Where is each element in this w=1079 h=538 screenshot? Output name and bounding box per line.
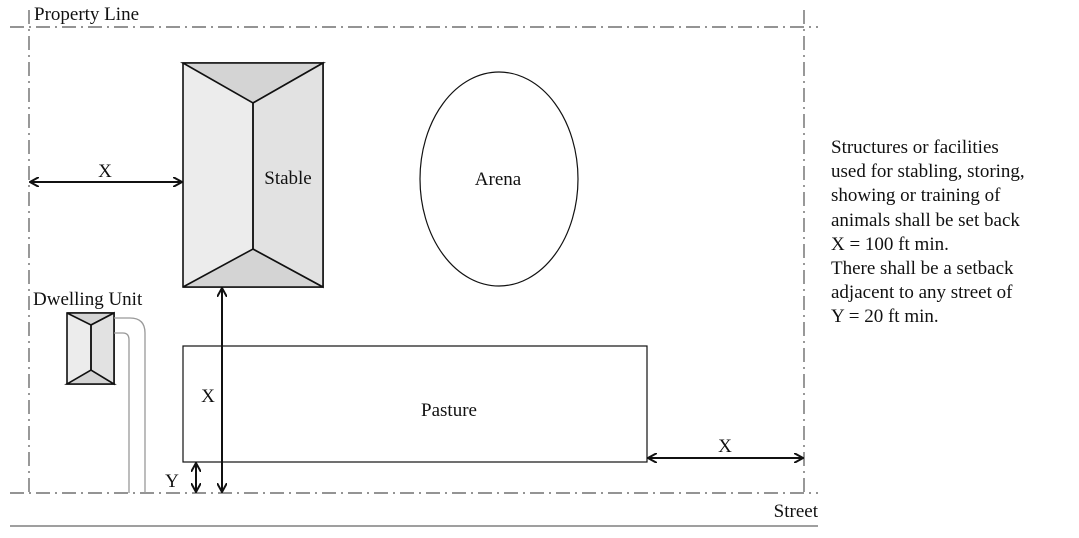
note-line: adjacent to any street of (831, 282, 1013, 304)
setback-label-street: Y (165, 471, 179, 492)
pasture (182, 345, 648, 463)
dwelling-unit-label: Dwelling Unit (33, 289, 143, 310)
note-line: animals shall be set back (831, 209, 1020, 231)
setback-requirements-note: Structures or facilities used for stabli… (831, 136, 1076, 330)
dwelling-unit (64, 311, 117, 386)
stable (179, 61, 327, 289)
note-line: showing or training of (831, 185, 1001, 207)
note-line: Y = 20 ft min. (831, 306, 939, 328)
arena-label: Arena (475, 169, 522, 190)
note-line: used for stabling, storing, (831, 161, 1025, 183)
note-line: There shall be a setback (831, 258, 1014, 280)
setback-label-left: X (98, 161, 112, 182)
street-label: Street (774, 501, 819, 522)
stable-label: Stable (264, 168, 312, 189)
note-line: Structures or facilities (831, 137, 999, 158)
setback-label-vertical: X (201, 386, 215, 407)
note-line: X = 100 ft min. (831, 233, 949, 255)
setback-label-right: X (718, 436, 732, 457)
pasture-label: Pasture (421, 400, 477, 421)
arena (419, 71, 579, 287)
property-line-label: Property Line (34, 4, 139, 25)
driveway (114, 317, 146, 493)
